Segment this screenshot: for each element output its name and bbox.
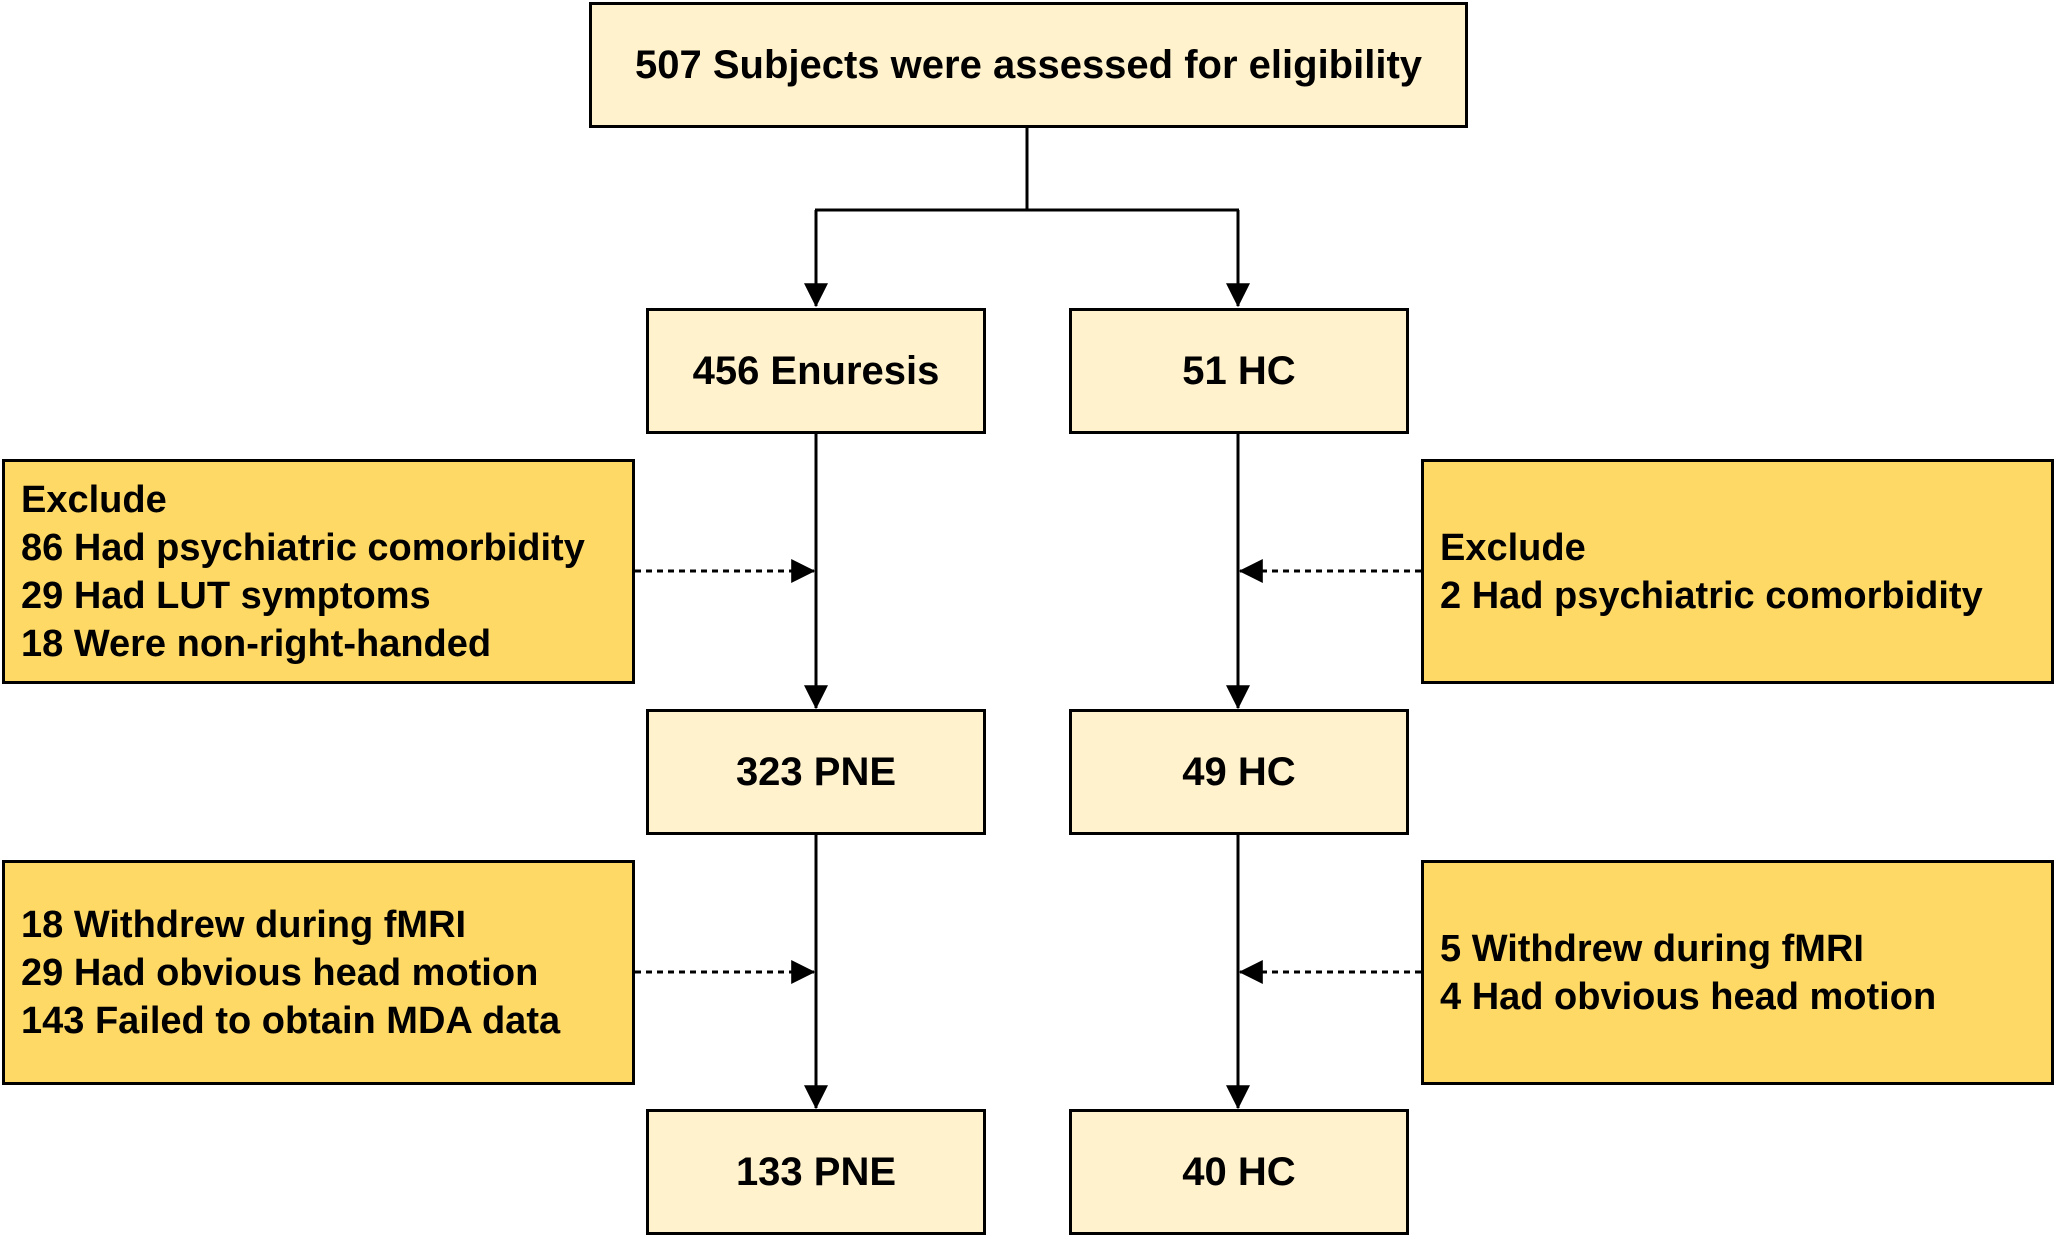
hc-stage3-box: 40 HC [1069, 1109, 1409, 1235]
hc-stage2-label: 49 HC [1182, 749, 1296, 794]
exclusion-line: 29 Had LUT symptoms [21, 574, 431, 617]
enuresis-stage3-label: 133 PNE [735, 1149, 897, 1194]
eligibility-label: 507 Subjects were assessed for eligibili… [634, 42, 1423, 87]
exclusion-line: 29 Had obvious head motion [21, 951, 539, 994]
hc-stage1-box: 51 HC [1069, 308, 1409, 434]
enuresis-stage1-label: 456 Enuresis [692, 348, 940, 393]
eligibility-box: 507 Subjects were assessed for eligibili… [589, 2, 1468, 128]
exclusion-line: 18 Were non-right-handed [21, 622, 492, 665]
enuresis-exclusion-box-2: 18 Withdrew during fMRI 29 Had obvious h… [2, 860, 635, 1085]
enuresis-stage2-label: 323 PNE [735, 749, 897, 794]
hc-stage3-label: 40 HC [1182, 1149, 1296, 1194]
exclusion-line: 86 Had psychiatric comorbidity [21, 526, 585, 569]
exclusion-line: 2 Had psychiatric comorbidity [1440, 574, 1983, 617]
exclusion-line: 143 Failed to obtain MDA data [21, 999, 561, 1042]
enuresis-exclusion-box-1: Exclude 86 Had psychiatric comorbidity 2… [2, 459, 635, 684]
exclusion-line: Exclude [21, 478, 167, 521]
hc-stage2-box: 49 HC [1069, 709, 1409, 835]
enuresis-stage3-box: 133 PNE [646, 1109, 986, 1235]
exclusion-line: 5 Withdrew during fMRI [1440, 927, 1864, 970]
enuresis-stage1-box: 456 Enuresis [646, 308, 986, 434]
exclusion-line: Exclude [1440, 526, 1586, 569]
enuresis-stage2-box: 323 PNE [646, 709, 986, 835]
hc-stage1-label: 51 HC [1182, 348, 1296, 393]
exclusion-line: 4 Had obvious head motion [1440, 975, 1937, 1018]
exclusion-line: 18 Withdrew during fMRI [21, 903, 467, 946]
hc-exclusion-box-1: Exclude 2 Had psychiatric comorbidity [1421, 459, 2054, 684]
hc-exclusion-box-2: 5 Withdrew during fMRI 4 Had obvious hea… [1421, 860, 2054, 1085]
